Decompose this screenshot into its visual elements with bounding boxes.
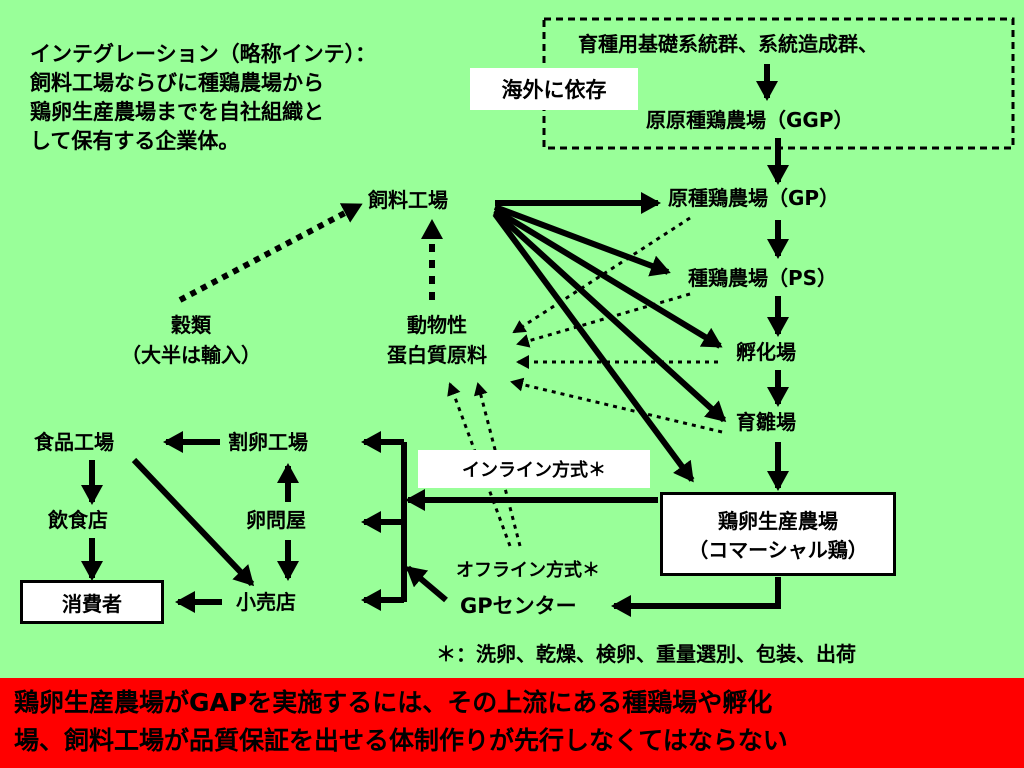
layer-farm-title: 鶏卵生産農場	[718, 509, 838, 533]
arrow-layerfarm-to-gpcenter	[611, 577, 781, 617]
definition-line: して保有する企業体。	[30, 129, 240, 153]
grain-note: （大半は輸入）	[121, 343, 261, 367]
inline-method-label: インライン方式＊	[418, 450, 650, 488]
layer-farm-subtitle: （コマーシャル鶏）	[688, 538, 868, 562]
arrow-feedmill-to-layer-farm	[492, 212, 695, 483]
egg-breaking-plant: 割卵工場	[228, 430, 308, 454]
retail-store: 小売店	[236, 590, 296, 614]
arrow-gp-to-protein	[512, 216, 691, 334]
ps-farm: 種鶏農場（PS）	[688, 266, 838, 290]
grain: 穀類 （大半は輸入）	[96, 310, 286, 370]
definition-line: 飼料工場ならびに種鶏農場から	[30, 71, 324, 95]
arrow-gpcenter-to-protein-a	[447, 382, 512, 547]
footnote: ＊：洗卵、乾燥、検卵、重量選別、包装、出荷	[436, 642, 856, 666]
arrow-feedmill-to-hatchery	[493, 207, 723, 349]
consumer-box: 消費者	[20, 580, 164, 624]
gp-farm: 原種鶏農場（GP）	[668, 186, 840, 210]
feed-mill: 飼料工場	[368, 188, 448, 212]
conclusion-line: 場、飼料工場が品質保証を出せる体制作りが先行しなくてはならない	[14, 726, 788, 755]
animal-protein: 動物性 蛋白質原料	[362, 310, 512, 370]
ggp-farm: 原原種鶏農場（GGP）	[646, 108, 854, 132]
arrow-feedmill-to-ps	[493, 204, 671, 277]
arrow-gpcenter-to-bracket	[405, 565, 448, 603]
food-factory: 食品工場	[34, 430, 114, 454]
overseas-dependency-label: 海外に依存	[470, 68, 638, 110]
arrow-ps-to-protein	[516, 292, 691, 348]
hatchery: 孵化場	[736, 340, 796, 364]
animal-protein-line: 動物性	[407, 313, 467, 337]
definition-line: インテグレーション（略称インテ）：	[30, 42, 377, 66]
layer-farm-box: 鶏卵生産農場 （コマーシャル鶏）	[660, 492, 896, 576]
integration-definition: インテグレーション（略称インテ）： 飼料工場ならびに種鶏農場から 鶏卵生産農場ま…	[30, 40, 376, 156]
breeding-stock-label: 育種用基礎系統群、系統造成群、	[578, 32, 878, 56]
brooding-farm: 育雛場	[736, 410, 796, 434]
animal-protein-line: 蛋白質原料	[387, 343, 487, 367]
arrow-food-factory-to-retail	[131, 457, 255, 587]
grain-label: 穀類	[171, 313, 211, 337]
definition-line: 鶏卵生産農場までを自社組織と	[30, 100, 324, 124]
egg-wholesaler: 卵問屋	[246, 508, 306, 532]
gp-center: GPセンター	[460, 594, 577, 618]
arrow-grain-to-feedmill	[178, 202, 363, 303]
offline-method-label: オフライン方式＊	[456, 560, 600, 581]
conclusion-line: 鶏卵生産農場がGAPを実施するには、その上流にある種鶏場や孵化	[14, 688, 773, 717]
conclusion-banner: 鶏卵生産農場がGAPを実施するには、その上流にある種鶏場や孵化 場、飼料工場が品…	[0, 678, 1024, 768]
restaurant: 飲食店	[48, 508, 108, 532]
